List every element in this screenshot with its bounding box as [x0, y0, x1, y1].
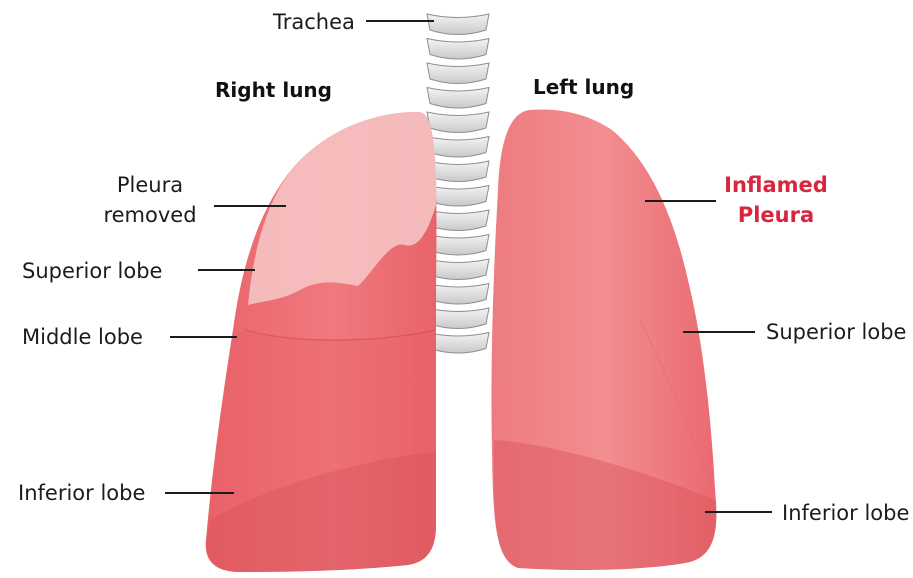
- right-lung-title: Right lung: [215, 77, 332, 103]
- right-middle-lobe-label: Middle lobe: [22, 324, 143, 350]
- trachea-ring: [427, 308, 489, 329]
- pleura-removed-line2: removed: [98, 202, 202, 228]
- trachea-ring: [427, 88, 489, 109]
- inflamed-pleura-label: Inflamed Pleura: [716, 172, 836, 228]
- left-superior-lobe-label: Superior lobe: [766, 319, 906, 345]
- inflamed-line1: Inflamed: [716, 172, 836, 198]
- trachea-ring: [427, 137, 489, 158]
- trachea-label: Trachea: [273, 9, 355, 35]
- left-lung: [491, 110, 716, 570]
- trachea-ring: [427, 284, 489, 305]
- left-lung-title: Left lung: [533, 74, 634, 100]
- trachea-ring: [427, 14, 489, 35]
- trachea-ring: [427, 259, 489, 280]
- pleura-removed-label: Pleura removed: [98, 172, 202, 228]
- trachea-ring: [427, 63, 489, 84]
- right-lung: [206, 112, 437, 572]
- trachea-ring: [427, 333, 489, 354]
- right-superior-lobe-label: Superior lobe: [22, 258, 162, 284]
- left-inferior-lobe-label: Inferior lobe: [782, 500, 909, 526]
- trachea-ring: [427, 112, 489, 133]
- inflamed-line2: Pleura: [716, 202, 836, 228]
- trachea-ring: [427, 39, 489, 60]
- pleura-removed-line1: Pleura: [98, 172, 202, 198]
- right-inferior-lobe-label: Inferior lobe: [18, 480, 145, 506]
